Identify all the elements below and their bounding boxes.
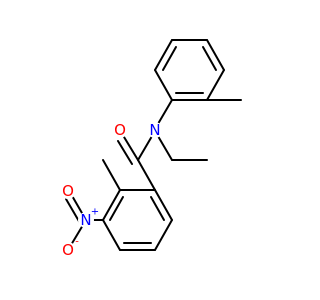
bond (154, 219, 173, 251)
bond (102, 159, 121, 191)
bond (202, 46, 217, 71)
atom-o-nitro-top: O (60, 182, 76, 200)
bond (102, 219, 121, 251)
nitro-oxygen-top-label: O (62, 182, 74, 200)
bond (206, 39, 225, 71)
atom-n-amide: N (147, 121, 163, 139)
bond (109, 196, 124, 221)
molecule-diagram: N O N + O O - (60, 39, 242, 259)
nitro-nitrogen-label: N (80, 211, 91, 229)
bond (102, 189, 121, 221)
nitro-nitrogen-charge: + (91, 207, 99, 218)
bond (150, 196, 165, 221)
bond (162, 46, 177, 71)
nitro-oxygen-charge: - (75, 237, 79, 248)
atom-n-nitro: N + (78, 207, 99, 229)
atom-o-nitro-left: O - (60, 237, 79, 259)
bond (206, 69, 225, 101)
bond (154, 39, 173, 71)
bond (154, 69, 173, 101)
amide-nitrogen-label: N (149, 121, 160, 139)
carbonyl-oxygen-label: O (114, 121, 126, 139)
bond (154, 189, 173, 221)
nitro-oxygen-left-label: O (62, 241, 74, 259)
bond (65, 198, 81, 224)
bond (123, 136, 139, 161)
bond (117, 140, 133, 165)
bond (137, 159, 156, 191)
atom-o-carbonyl: O (112, 121, 128, 139)
